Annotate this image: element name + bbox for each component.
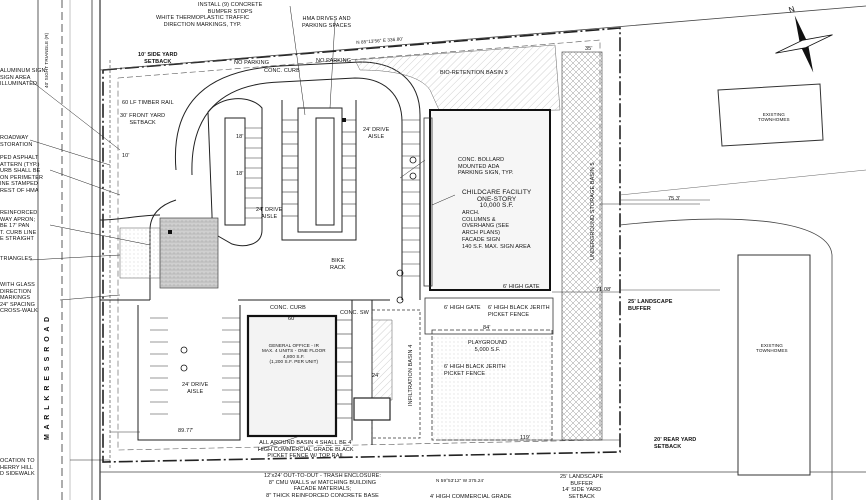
dim-24-label: 24' [372,373,380,379]
bio-retention-basin [354,44,561,113]
underground-basin-label: UNDERGROUND STORAGE BASIN 5 [590,162,596,260]
existing-townhomes-label-2: EXISTING TOWNHOMES [756,343,788,354]
side-yard-setback-bottom-label: 25' LANDSCAPE BUFFER 14' SIDE YARD SETBA… [560,474,604,500]
side-yard-setback-top: 10' SIDE YARD SETBACK [138,52,178,65]
drive-aisle-mid-label: 24' DRIVE AISLE [256,207,283,220]
dim-18b-label: 18' [236,171,244,177]
no-parking-label-2: NO PARKING [316,58,352,64]
playground-area [431,329,553,441]
svg-text:N: N [788,4,796,14]
left-callout-triangles: TRIANGLES [0,256,33,262]
existing-townhomes-top [717,83,824,147]
front-yard-setback-label: 30' FRONT YARD SETBACK [120,113,166,126]
existing-townhomes-bottom [737,254,811,476]
general-office-label: GENERAL OFFICE - IR MAX. 4 UNITS - ONE F… [262,343,326,365]
high-gate-label-1: 6' HIGH GATE [503,284,540,290]
drive-aisle-low-label: 24' DRIVE AISLE [182,382,209,395]
conc-curb-mid-label: CONC. CURB [270,305,306,311]
dim-35-label: 35' [585,46,593,52]
childcare-facility-label: CHILDCARE FACILITY ONE-STORY 10,000 S.F. [462,189,532,209]
arch-columns-label: ARCH. COLUMNS & OVERHANG (SEE ARCH PLANS… [462,210,510,236]
dim-10-label: 10' [122,153,130,159]
left-callout-sign: ALUMINUM SIGN SIGN AREA ILLUMINATED [0,68,46,87]
leader-lines [29,5,456,461]
no-parking-label-1: NO PARKING [234,60,270,66]
dimension-lines [110,203,700,441]
sight-triangle-label: 40' SIGHT TRIANGLE (R) [44,32,49,88]
jerith-fence-label-1: 6' HIGH BLACK JERITH PICKET FENCE [488,305,550,318]
road-name-label: M A R L K R E S S R O A D [44,315,51,440]
parking-stalls [150,119,420,419]
bike-rack-label: BIKE RACK [330,258,346,271]
white-thermo-label: WHITE THERMOPLASTIC TRAFFIC DIRECTION MA… [156,15,250,28]
trash-enclosure-label: 12'x24' OUT-TO-OUT - TRASH ENCLOSURE: 8"… [264,473,382,499]
underground-storage [561,51,603,441]
conc-bollard-label: CONC. BOLLARD MOUNTED ADA PARKING SIGN, … [458,157,514,176]
existing-townhomes-label-1: EXISTING TOWNHOMES [758,112,790,123]
dim-89-label: 89.77' [178,428,194,434]
timber-rail-label: 60 LF TIMBER RAIL [122,100,174,106]
bearing-bottom-label: N 59°53'12" W 375.24' [436,478,485,483]
dim-84-label: 84' [483,325,491,331]
childcare-building [429,109,551,291]
general-office-building [246,314,338,438]
left-callout-apron: REINFORCED WAY APRON; BE 17' PAN T. CURB… [0,210,38,242]
high-commercial-label: 4' HIGH COMMERCIAL GRADE [430,494,512,500]
all-around-basin-label: ALL AROUND BASIN 4 SHALL BE 4' HIGH COMM… [258,440,354,459]
facade-sign-label: FACADE SIGN 140 S.F. MAX. SIGN AREA [462,237,531,250]
jerith-fence-label-2: 6' HIGH BLACK JERITH PICKET FENCE [444,364,506,377]
landscape-buffer-label-1: 25' LANDSCAPE BUFFER [628,299,673,312]
dim-75-label: 75.3' [668,196,681,202]
high-gate-label-2: 6' HIGH GATE [444,305,481,311]
hma-drives-label: HMA DRIVES AND PARKING SPACES [302,16,352,29]
left-callout-roadway: ROADWAY STORATION [0,135,33,148]
bio-basin-label: BIO-RETENTION BASIN 3 [440,70,508,76]
stamped-asphalt-area [159,217,219,289]
dim-119-label: 119' [520,435,531,441]
accessible-parking-icon [180,156,417,372]
property-boundary [102,27,621,463]
dim-71-label: 71.08' [596,287,612,293]
playground-label: PLAYGROUND 5,000 S.F. [468,340,508,353]
conc-curb-top-label: CONC. CURB [264,68,300,74]
rear-yard-setback-label: 20' REAR YARD SETBACK [654,437,697,450]
infiltration-basin-label: INFILTRATION BASIN 4 [408,344,414,406]
left-callout-sidewalk: OCATION TO HERRY HILL D SIDEWALK [0,458,35,477]
stop-sign-icon [168,118,346,234]
trash-enclosure [353,397,391,421]
dim-60-label: 60' [288,316,296,322]
left-callout-crosswalk: WITH GLASS DIRECTION MARKINGS 24" SPACIN… [0,282,38,314]
left-callout-asphalt: PED ASPHALT ATTERN (TYP.) URB SHALL BE O… [0,155,44,194]
drive-aisle-top-label: 24' DRIVE AISLE [363,127,390,140]
road-edges [37,0,111,500]
dim-18a-label: 18' [236,134,244,140]
north-arrow-icon: N [775,4,833,73]
install-bumper-label: INSTALL (9) CONCRETE BUMPER STOPS [198,2,263,15]
conc-sw-label: CONC. SW [340,310,369,316]
